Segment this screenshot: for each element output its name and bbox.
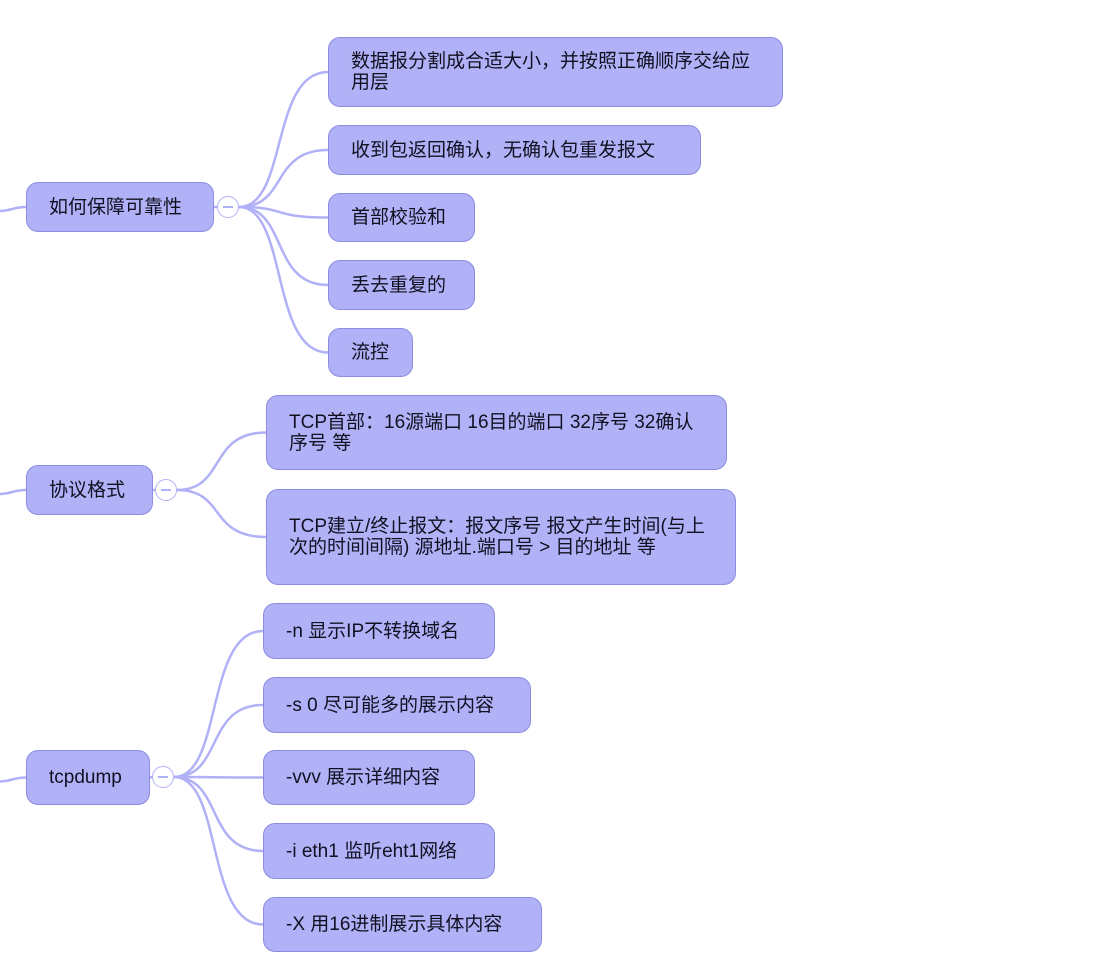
root-connector [0, 488, 28, 496]
topic-tcpdump[interactable]: tcpdump [26, 750, 150, 805]
subtopic-checksum[interactable]: 首部校验和 [328, 193, 475, 242]
branch-connector [172, 629, 265, 779]
subtopic-label: -i eth1 监听eht1网络 [286, 840, 458, 862]
subtopic-label: 丢去重复的 [351, 274, 447, 296]
branch-connector [237, 70, 330, 209]
subtopic-label: 首部校验和 [351, 207, 447, 228]
subtopic-label: -n 显示IP不转换域名 [286, 620, 460, 642]
branch-connector [237, 148, 330, 209]
branch-connector [172, 775, 265, 779]
branch-connector [237, 205, 330, 287]
root-connector [0, 205, 28, 213]
subtopic-tcp-handshake-message[interactable]: TCP建立/终止报文：报文序号 报文产生时间(与上次的时间间隔) 源地址.端口号… [266, 489, 736, 585]
subtopic-flow-control[interactable]: 流控 [328, 328, 413, 377]
topic-protocol-format[interactable]: 协议格式 [26, 465, 153, 515]
branch-connector [172, 703, 265, 779]
subtopic-dedup[interactable]: 丢去重复的 [328, 260, 475, 310]
subtopic-label: TCP首部：16源端口 16目的端口 32序号 32确认序号 等 [289, 411, 694, 454]
topic-label: 协议格式 [49, 479, 126, 501]
branch-connector [237, 205, 330, 219]
subtopic-label: 流控 [351, 342, 390, 363]
collapse-toggle-icon[interactable] [155, 479, 177, 501]
subtopic-label: 收到包返回确认，无确认包重发报文 [351, 139, 656, 161]
root-connector [0, 776, 28, 783]
subtopic-tcp-header[interactable]: TCP首部：16源端口 16目的端口 32序号 32确认序号 等 [266, 395, 727, 470]
collapse-toggle-icon[interactable] [152, 766, 174, 788]
subtopic-flag-s[interactable]: -s 0 尽可能多的展示内容 [263, 677, 531, 733]
topic-reliability[interactable]: 如何保障可靠性 [26, 182, 214, 232]
topic-toggle-connector [148, 775, 154, 779]
subtopic-label: TCP建立/终止报文：报文序号 报文产生时间(与上次的时间间隔) 源地址.端口号… [289, 516, 705, 558]
branch-connector [172, 775, 265, 926]
subtopic-label: 数据报分割成合适大小，并按照正确顺序交给应用层 [351, 51, 751, 93]
subtopic-label: -s 0 尽可能多的展示内容 [286, 694, 494, 716]
subtopic-segmentation[interactable]: 数据报分割成合适大小，并按照正确顺序交给应用层 [328, 37, 783, 107]
branch-connector [175, 488, 268, 539]
subtopic-label: -vvv 展示详细内容 [286, 767, 441, 788]
subtopic-flag-n[interactable]: -n 显示IP不转换域名 [263, 603, 495, 659]
subtopic-flag-vvv[interactable]: -vvv 展示详细内容 [263, 750, 475, 805]
topic-label: 如何保障可靠性 [49, 196, 183, 218]
branch-connector [172, 775, 265, 853]
collapse-toggle-icon[interactable] [217, 196, 239, 218]
branch-connector [237, 205, 330, 354]
subtopic-flag-i[interactable]: -i eth1 监听eht1网络 [263, 823, 495, 879]
subtopic-label: -X 用16进制展示具体内容 [286, 914, 503, 935]
subtopic-flag-x[interactable]: -X 用16进制展示具体内容 [263, 897, 542, 952]
branch-connector [175, 431, 268, 492]
topic-label: tcpdump [49, 767, 122, 788]
subtopic-ack-retransmit[interactable]: 收到包返回确认，无确认包重发报文 [328, 125, 701, 175]
